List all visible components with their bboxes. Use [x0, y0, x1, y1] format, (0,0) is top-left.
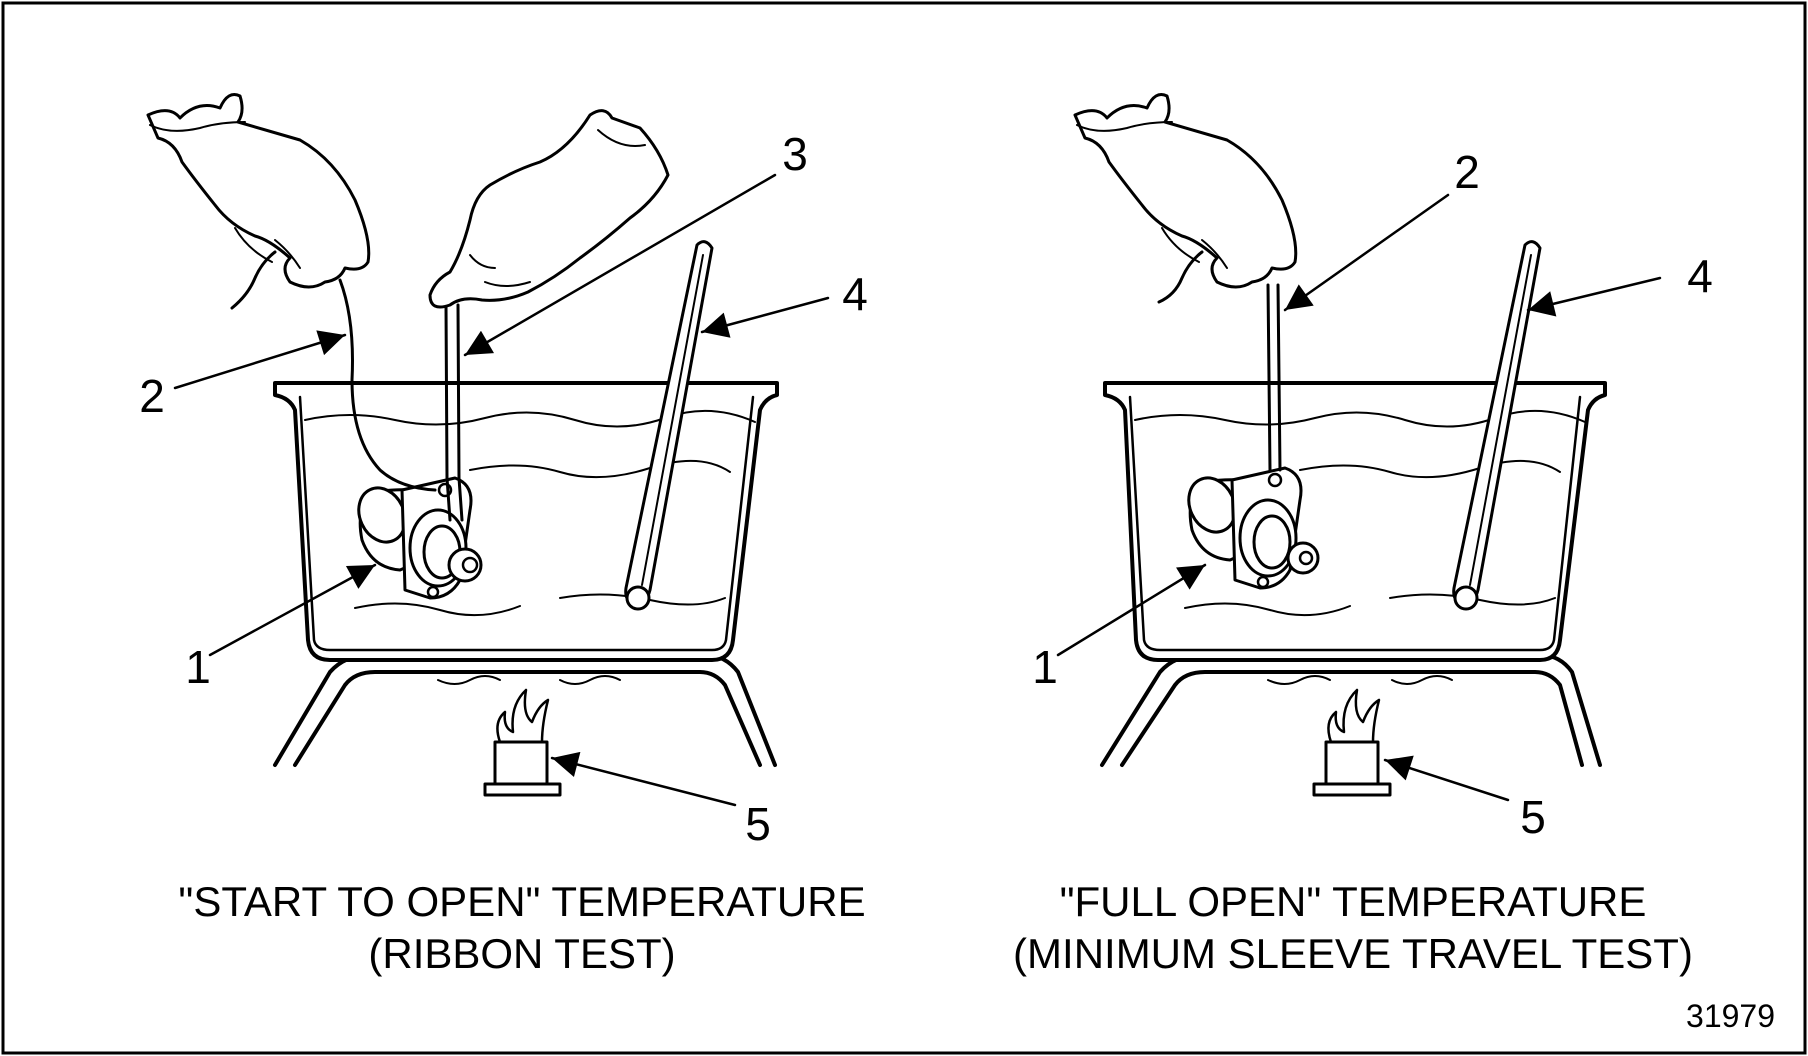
leader-line-5 [550, 751, 737, 807]
leader-line-4 [1526, 276, 1662, 317]
caption-line-2: (RIBBON TEST) [368, 930, 675, 977]
callout-number: 4 [842, 268, 868, 320]
leader-line-1 [208, 563, 377, 657]
thermometer [1452, 240, 1542, 611]
callout-number: 2 [139, 370, 165, 422]
thermometer [624, 240, 714, 611]
burner [1267, 675, 1453, 797]
ribbon [444, 303, 464, 522]
right-glove [428, 109, 670, 309]
left-glove [146, 93, 371, 289]
string [1266, 283, 1282, 472]
caption-line-1: "FULL OPEN" TEMPERATURE [1060, 878, 1647, 925]
callout-number: 3 [782, 128, 808, 180]
caption-line-1: "START TO OPEN" TEMPERATURE [178, 878, 865, 925]
leader-line-3 [463, 173, 777, 357]
callout-number: 5 [745, 798, 771, 850]
flame-icon [496, 688, 550, 744]
callout-number: 2 [1454, 146, 1480, 198]
flame-icon [1327, 688, 1381, 744]
thermostat [357, 476, 483, 600]
panel-minimum-sleeve-travel-test: 1 2 4 5 "FULL OPEN" TEMPERATURE (MINIMUM… [1013, 93, 1713, 977]
burner [437, 675, 621, 797]
callout-number: 1 [1032, 641, 1058, 693]
water-pan [273, 381, 779, 662]
left-glove [1073, 93, 1298, 289]
water-pan [1103, 381, 1607, 662]
callout-number: 4 [1687, 250, 1713, 302]
leader-line-1 [1056, 563, 1207, 657]
callout-number: 5 [1520, 791, 1546, 843]
figure-id: 31979 [1686, 998, 1775, 1034]
leader-line-5 [1383, 755, 1510, 802]
panel-ribbon-test: 1 2 3 4 5 "START TO OPEN" TEMPERATURE (R… [139, 93, 868, 977]
leader-line-2 [173, 330, 347, 390]
callout-number: 1 [185, 641, 211, 693]
leader-line-2 [1283, 193, 1450, 312]
string [338, 278, 437, 492]
thermostat [1187, 466, 1320, 590]
leader-line-4 [700, 296, 830, 338]
caption-line-2: (MINIMUM SLEEVE TRAVEL TEST) [1013, 930, 1693, 977]
